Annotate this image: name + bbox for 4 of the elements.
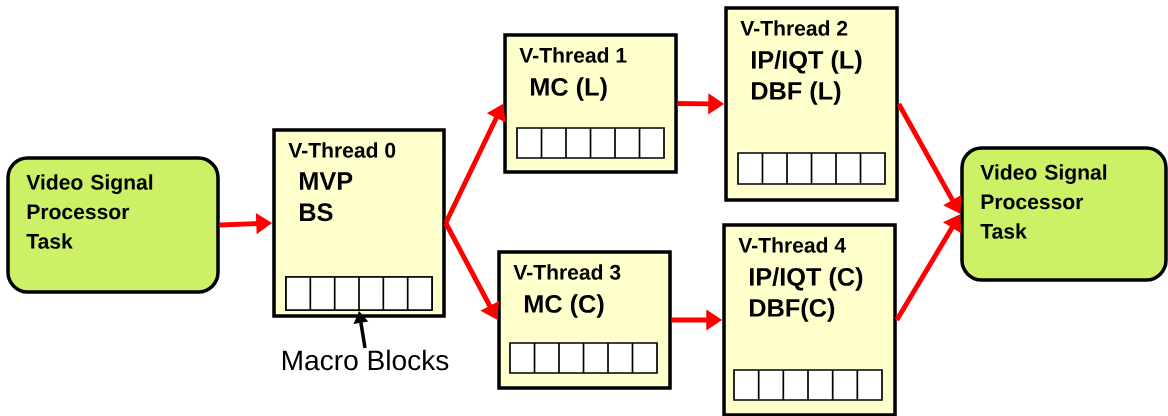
caption-label: Macro Blocks (282, 349, 449, 371)
macro-block-strip (285, 276, 433, 311)
task-box: Video Signal Processor Task (960, 146, 1168, 282)
task-box: Video Signal Processor Task (6, 156, 220, 294)
